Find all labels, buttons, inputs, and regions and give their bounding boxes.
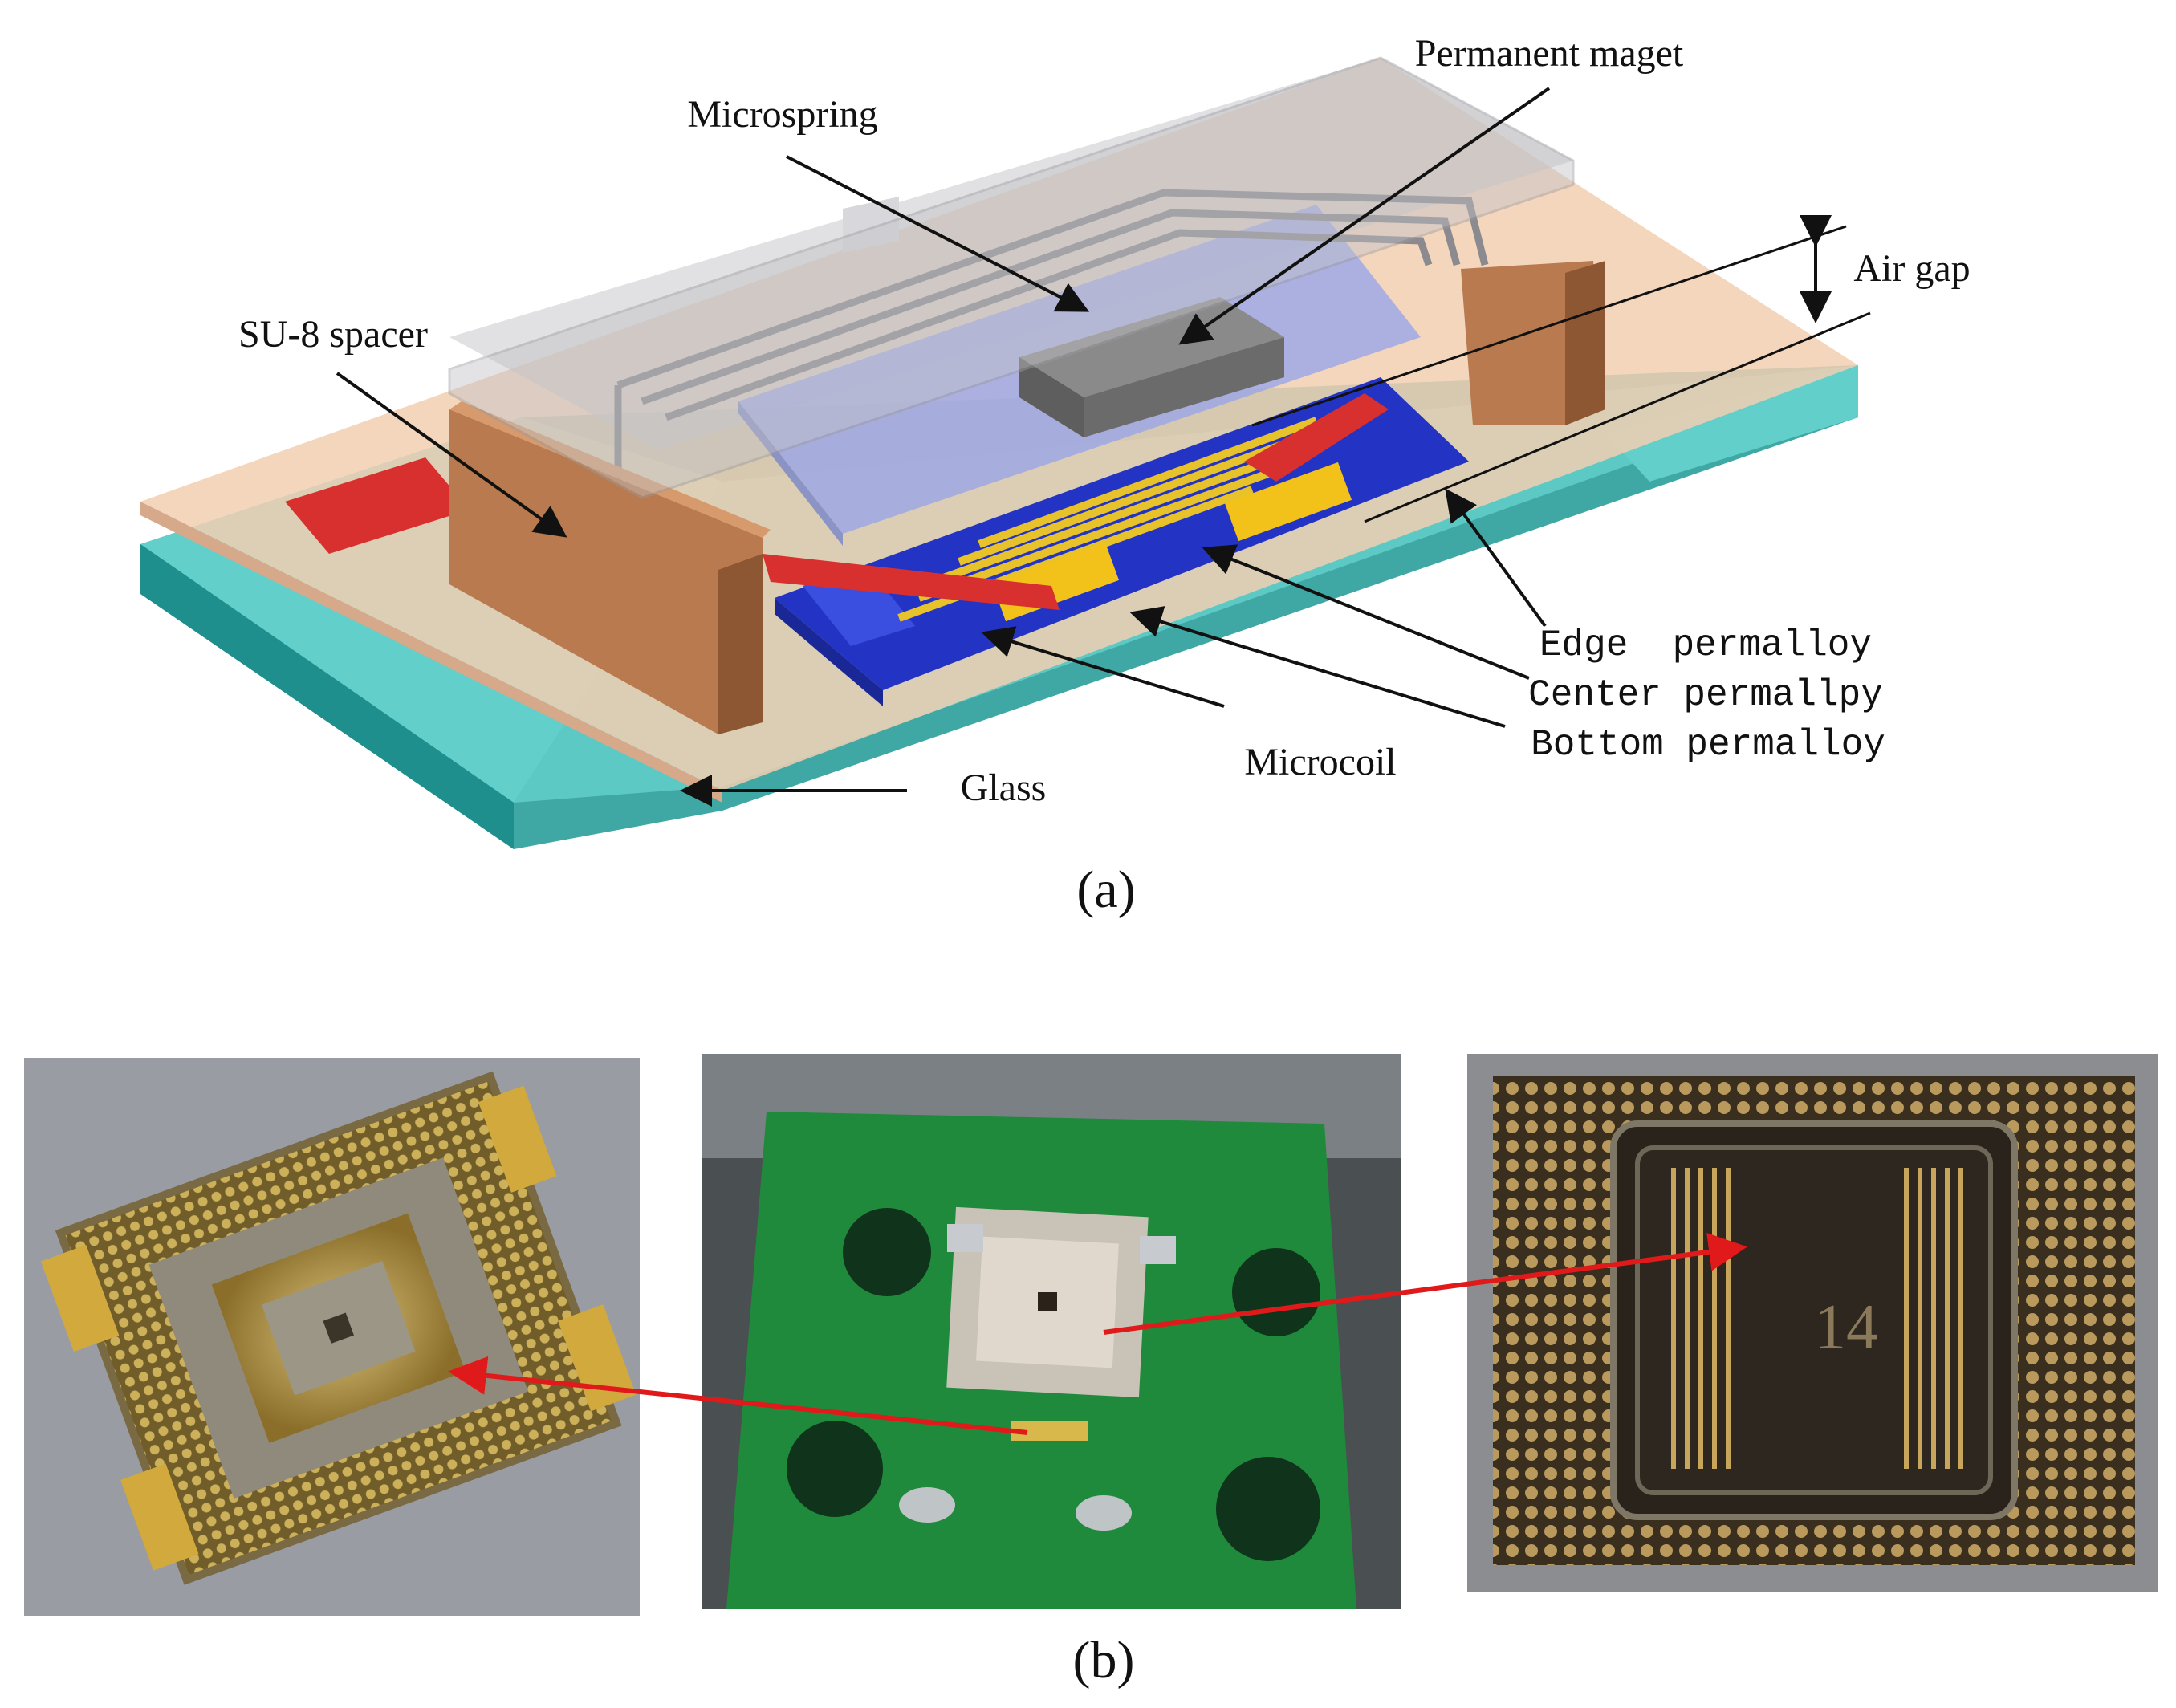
coil-stripes-left bbox=[1671, 1168, 1731, 1469]
air-gap-line-top bbox=[1251, 225, 1847, 427]
red-lead-pad bbox=[285, 458, 470, 554]
leader-microspring bbox=[786, 155, 1090, 312]
label-air-gap: Air gap bbox=[1853, 247, 1970, 290]
pcb-hole bbox=[843, 1208, 931, 1296]
leader-su8-spacer bbox=[336, 372, 567, 538]
red-lead-front bbox=[763, 554, 1060, 610]
leader-center-permalloy bbox=[1202, 544, 1530, 680]
caption-b: (b) bbox=[1073, 1631, 1135, 1690]
photo-pcb-assembly bbox=[702, 1054, 1401, 1609]
label-permanent-magnet: Permanent maget bbox=[1415, 32, 1684, 75]
top-cap bbox=[448, 56, 1575, 499]
leader-edge-permalloy bbox=[1445, 488, 1547, 628]
leader-permanent-magnet bbox=[1178, 87, 1551, 345]
photo-microcoil-closeup: 14 bbox=[1467, 1054, 2158, 1592]
panel-a-device-illustration bbox=[140, 56, 1858, 849]
leader-microcoil bbox=[981, 626, 1225, 708]
permanent-magnet bbox=[1019, 297, 1284, 437]
label-bottom-permalloy: Bottom permalloy bbox=[1531, 724, 1885, 766]
air-gap-line-bottom bbox=[1364, 311, 1871, 523]
red-arrow-to-chip bbox=[448, 1356, 1028, 1435]
su8-spacer-right bbox=[1461, 261, 1605, 425]
label-microcoil: Microcoil bbox=[1244, 741, 1396, 783]
label-center-permalloy: Center permallpy bbox=[1528, 674, 1883, 716]
panel-a-labels: Permanent maget Microspring Air gap SU-8… bbox=[238, 32, 1971, 919]
label-glass: Glass bbox=[961, 767, 1047, 809]
caption-a: (a) bbox=[1076, 860, 1135, 919]
red-lead-back bbox=[1244, 393, 1389, 482]
pcb-hole bbox=[787, 1421, 883, 1517]
coil-stripes-right bbox=[1904, 1168, 1963, 1469]
label-edge-permalloy: Edge permalloy bbox=[1539, 624, 1872, 666]
su8-spacer-left bbox=[449, 401, 771, 734]
red-arrow-to-closeup bbox=[1103, 1232, 1747, 1335]
pcb-hole bbox=[1216, 1457, 1320, 1561]
pcb-hole bbox=[1232, 1248, 1320, 1336]
panel-b-photos: 14 (b) bbox=[24, 1054, 2158, 1690]
leader-bottom-permalloy bbox=[1129, 606, 1506, 728]
photo-fabricated-chip bbox=[24, 1058, 640, 1616]
label-su8-spacer: SU-8 spacer bbox=[238, 313, 428, 356]
label-microspring: Microspring bbox=[687, 93, 877, 136]
chip-number-label: 14 bbox=[1814, 1292, 1878, 1363]
coil-pad-back bbox=[1224, 462, 1352, 542]
